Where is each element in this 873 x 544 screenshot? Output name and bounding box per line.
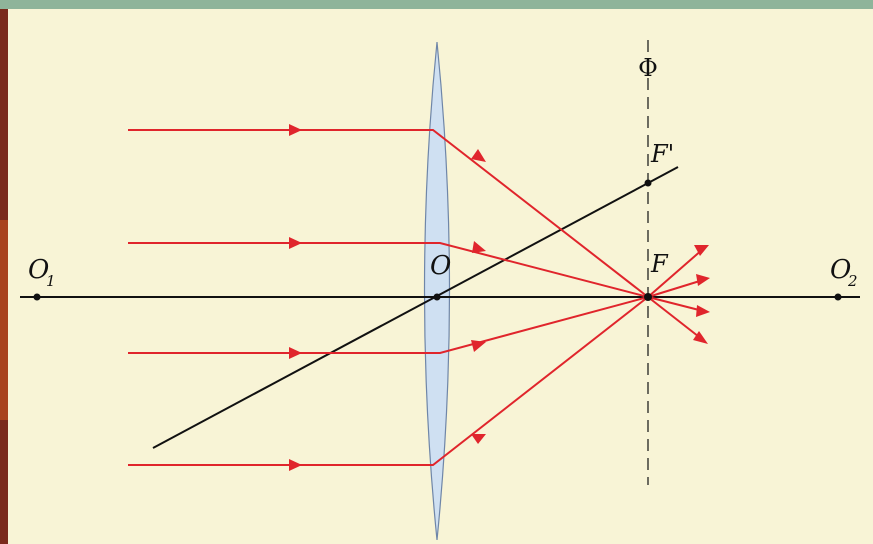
arrowhead-out-4: [694, 245, 709, 256]
label-focal-plane: Φ: [638, 54, 658, 82]
arrowhead-ray-3: [289, 347, 302, 359]
ray-2-continued: [647, 296, 704, 312]
label-center: O: [430, 251, 451, 281]
ray-4: [128, 296, 649, 466]
point-o1: [33, 293, 41, 301]
label-secondary-focus: F': [650, 140, 674, 168]
ray-4-continued: [647, 248, 704, 298]
arrowhead-refracted-3: [471, 340, 486, 352]
arrowhead-ray-4: [289, 459, 302, 471]
arrowhead-refracted-1: [471, 149, 486, 162]
arrowhead-refracted-4: [471, 434, 486, 444]
arrowhead-out-3: [696, 274, 710, 286]
converging-lens: [423, 41, 451, 541]
label-focus: F: [650, 250, 669, 278]
point-focus: [644, 293, 652, 301]
arrowhead-out-2: [696, 305, 710, 317]
ray-3-continued: [647, 279, 704, 298]
arrowhead-ray-1: [289, 124, 302, 136]
arrowhead-refracted-2: [472, 241, 486, 253]
point-o2: [834, 293, 842, 301]
top-border-band: [0, 0, 873, 9]
arrowhead-ray-2: [289, 237, 302, 249]
ray-1: [128, 129, 649, 298]
point-center: [433, 293, 441, 301]
ray-1-continued: [647, 296, 704, 341]
ray-2: [128, 242, 649, 298]
secondary-axis: [152, 166, 679, 449]
ray-3: [128, 296, 649, 354]
label-o1: O: [28, 255, 49, 285]
left-border-ornament: [0, 220, 8, 420]
point-secondary-focus: [644, 179, 652, 187]
arrowhead-out-1: [693, 331, 708, 344]
label-o1-subscript: 1: [46, 272, 56, 290]
label-o2: O: [830, 255, 851, 285]
label-o2-subscript: 2: [847, 272, 858, 290]
